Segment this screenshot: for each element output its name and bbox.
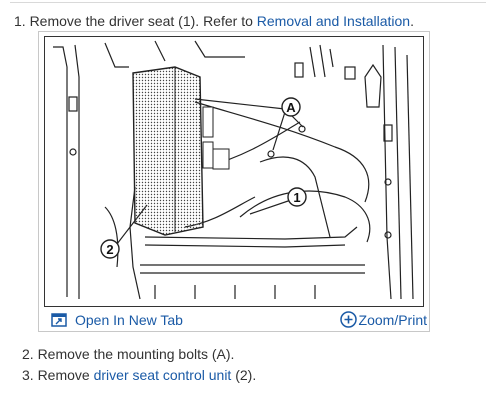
callout-2 xyxy=(100,239,120,259)
step-1-text: 1. Remove the driver seat (1). Refer to xyxy=(14,13,257,29)
step-3-text: 3. Remove xyxy=(22,367,94,383)
driver-seat-control-unit-link[interactable]: driver seat control unit xyxy=(93,367,232,383)
zoom-print-button[interactable]: Zoom/Print xyxy=(339,308,427,332)
callout-1-label: 1 xyxy=(293,190,300,205)
top-divider xyxy=(10,2,486,3)
seat-control-unit-diagram[interactable]: A 1 2 xyxy=(44,36,424,307)
removal-installation-link[interactable]: Removal and Installation xyxy=(256,13,411,29)
figure-container: A 1 2 Open In New Tab Zoom/Print xyxy=(38,31,430,332)
step-3-suffix: (2). xyxy=(231,367,257,383)
step-1-suffix: . xyxy=(410,13,414,29)
step-3: 3. Remove driver seat control unit (2). xyxy=(22,366,256,384)
step-2: 2. Remove the mounting bolts (A). xyxy=(22,345,234,363)
callout-2-label: 2 xyxy=(106,242,113,257)
zoom-print-label: Zoom/Print xyxy=(358,312,427,328)
callout-a xyxy=(281,97,301,117)
external-window-icon xyxy=(51,313,67,327)
step-1: 1. Remove the driver seat (1). Refer to … xyxy=(14,12,414,30)
callout-1 xyxy=(287,187,307,207)
callout-a-label: A xyxy=(286,100,296,115)
control-unit-shape xyxy=(132,66,204,236)
figure-toolbar: Open In New Tab Zoom/Print xyxy=(39,308,429,332)
step-2-text: 2. Remove the mounting bolts (A). xyxy=(22,346,235,362)
open-in-new-tab-label: Open In New Tab xyxy=(75,312,183,328)
diagram-drawing: A 1 2 xyxy=(53,40,414,300)
plus-circle-icon xyxy=(339,311,357,328)
